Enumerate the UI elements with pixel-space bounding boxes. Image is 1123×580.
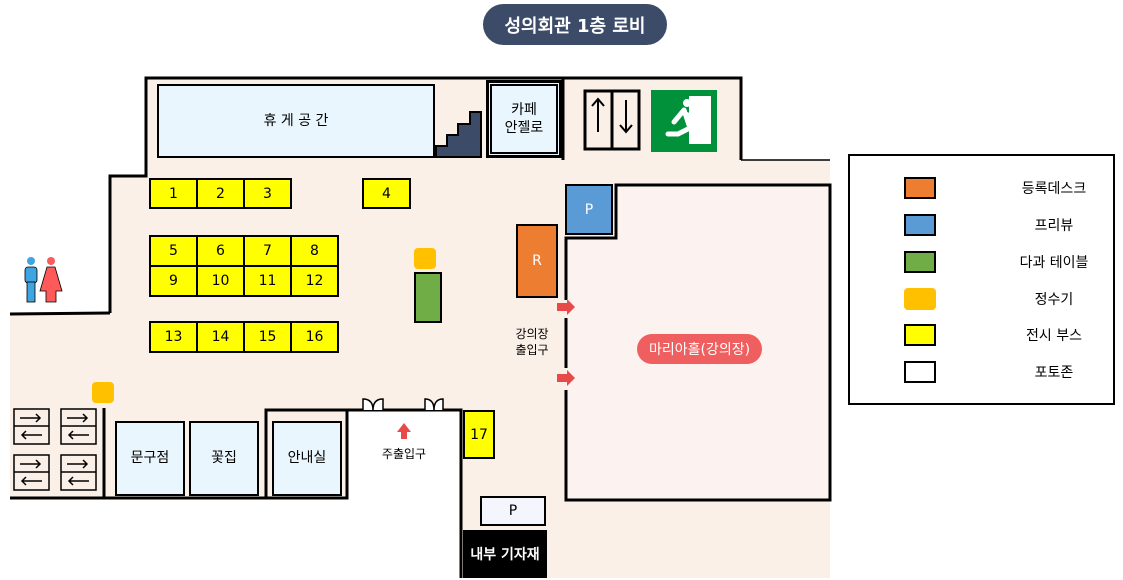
hall-entrance-label: 강의장 출입구 — [515, 327, 549, 357]
booth-3[interactable]: 3 — [243, 178, 292, 209]
booth-13[interactable]: 13 — [149, 321, 198, 353]
stairs-icon — [435, 111, 482, 158]
north-wall — [9, 311, 111, 316]
legend-item-booth: 전시 부스 — [904, 323, 1104, 347]
emergency-exit-icon — [651, 90, 717, 152]
hall-wall — [564, 183, 832, 502]
registration-desk: R — [516, 224, 558, 298]
water-dispenser — [414, 248, 436, 269]
refreshment-table — [414, 272, 442, 323]
legend-swatch — [904, 177, 936, 199]
water-dispenser — [92, 382, 114, 403]
escalator-icon — [13, 408, 97, 491]
booth-7[interactable]: 7 — [243, 235, 292, 267]
internal-equipment: 내부 기자재 — [463, 530, 547, 578]
hall-entrance-arrow-icon — [557, 370, 575, 386]
booth-17[interactable]: 17 — [463, 410, 495, 459]
booth-9[interactable]: 9 — [149, 265, 198, 297]
legend-swatch — [904, 324, 936, 346]
information-desk: 안내실 — [272, 421, 342, 496]
flower-shop: 꽃집 — [189, 421, 259, 496]
legend-swatch — [904, 361, 936, 383]
stationery-shop: 문구점 — [115, 421, 185, 496]
booth-15[interactable]: 15 — [243, 321, 292, 353]
cafe-angelo: 카페 안젤로 — [486, 80, 562, 158]
booth-11[interactable]: 11 — [243, 265, 292, 297]
booth-6[interactable]: 6 — [196, 235, 245, 267]
lounge-area: 휴 게 공 간 — [157, 84, 435, 158]
restroom-icon — [24, 257, 63, 303]
booth-2[interactable]: 2 — [196, 178, 245, 209]
hall-entrance-arrow-icon — [557, 299, 575, 315]
booth-16[interactable]: 16 — [290, 321, 339, 353]
booth-1[interactable]: 1 — [149, 178, 198, 209]
photo-zone-p: P — [480, 496, 546, 526]
legend-item-refreshment: 다과 테이블 — [904, 250, 1104, 274]
main-entrance-doors-icon — [362, 398, 444, 411]
booth-10[interactable]: 10 — [196, 265, 245, 297]
booth-14[interactable]: 14 — [196, 321, 245, 353]
booth-4[interactable]: 4 — [362, 178, 411, 209]
legend-swatch — [904, 288, 936, 310]
elevator-icon — [583, 89, 641, 151]
legend-swatch — [904, 214, 936, 236]
legend: 등록데스크 프리뷰 다과 테이블 정수기 전시 부스 포토존 — [848, 154, 1115, 405]
booth-5[interactable]: 5 — [149, 235, 198, 267]
legend-item-preview: 프리뷰 — [904, 213, 1104, 237]
page-title: 성의회관 1층 로비 — [483, 4, 667, 45]
legend-item-water: 정수기 — [904, 287, 1104, 311]
legend-swatch — [904, 251, 936, 273]
west-wall — [108, 76, 743, 313]
entrance-arrow-icon — [397, 423, 411, 439]
preview-area: P — [565, 184, 613, 235]
legend-item-photozone: 포토존 — [904, 360, 1104, 384]
maria-hall-label: 마리아홀(강의장) — [637, 334, 762, 364]
main-entrance-label: 주출입구 — [381, 446, 427, 461]
booth-12[interactable]: 12 — [290, 265, 339, 297]
booth-8[interactable]: 8 — [290, 235, 339, 267]
legend-item-registration: 등록데스크 — [904, 176, 1104, 200]
